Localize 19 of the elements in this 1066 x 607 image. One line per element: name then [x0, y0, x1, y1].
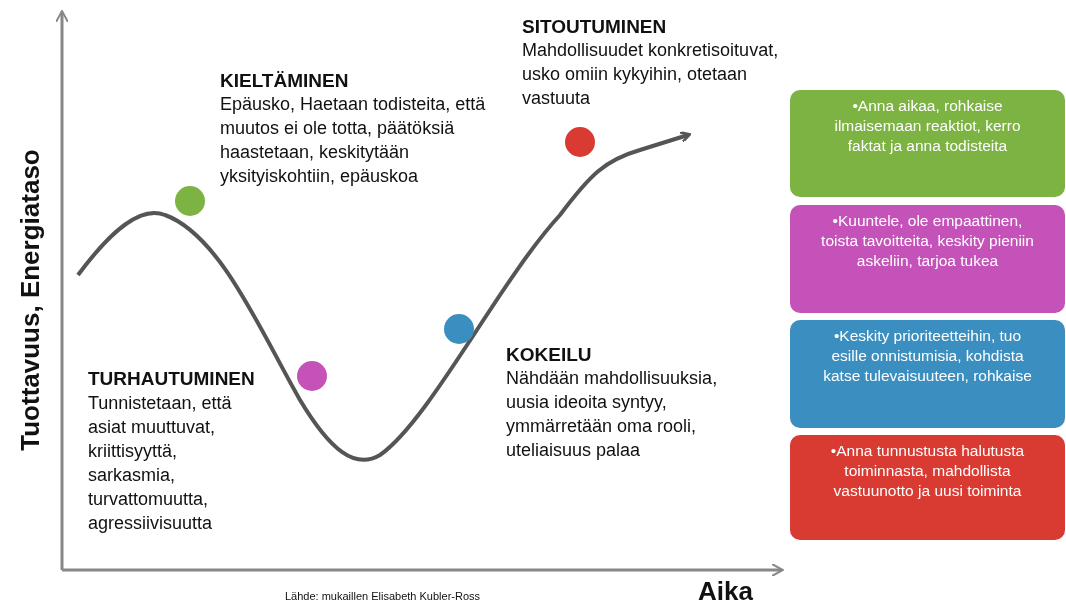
- stage-heading: TURHAUTUMINEN: [88, 368, 255, 390]
- advice-box: •Kuuntele, ole empaattinen, toista tavoitteita, keskity pieniin askeliin, tarjoa tukea: [790, 205, 1065, 313]
- stage-heading: KOKEILU: [506, 344, 592, 366]
- stage-dot: [444, 314, 474, 344]
- stage-dot: [565, 127, 595, 157]
- stage-dot: [175, 186, 205, 216]
- stage-dot: [297, 361, 327, 391]
- axis-title: Aika: [698, 576, 753, 607]
- source-note: Lähde: mukaillen Elisabeth Kubler-Ross: [285, 590, 481, 602]
- axis-title: Tuottavuus, Energiataso: [14, 149, 46, 451]
- advice-box: •Keskity prioriteetteihin, tuo esille onnistumisia, kohdista katse tulevaisuuteen, rohkaise: [790, 320, 1065, 428]
- stage-description: Mahdollisuudet konkretisoituvat, usko omiin kykyihin, otetaan vastuuta: [522, 39, 780, 110]
- stage-description: Tunnistetaan, että asiat muuttuvat, kriittisyyttä, sarkasmia, turvattomuutta, agressiivisuutta: [88, 392, 233, 535]
- stage-description: Nähdään mahdollisuuksia, uusia ideoita syntyy, ymmärretään oma rooli, uteliaisuus palaa: [506, 367, 719, 462]
- advice-box: •Anna tunnustusta halutusta toiminnasta, mahdollista vastuunotto ja uusi toiminta: [790, 435, 1065, 540]
- stage-description: Epäusko, Haetaan todisteita, että muutos ei ole totta, päätöksiä haastetaan, keskitytään yksityiskohtiin, epäuskoa: [220, 93, 487, 188]
- stage-heading: KIELTÄMINEN: [220, 70, 349, 92]
- advice-box: •Anna aikaa, rohkaise ilmaisemaan reaktiot, kerro faktat ja anna todisteita: [790, 90, 1065, 197]
- stage-heading: SITOUTUMINEN: [522, 16, 667, 38]
